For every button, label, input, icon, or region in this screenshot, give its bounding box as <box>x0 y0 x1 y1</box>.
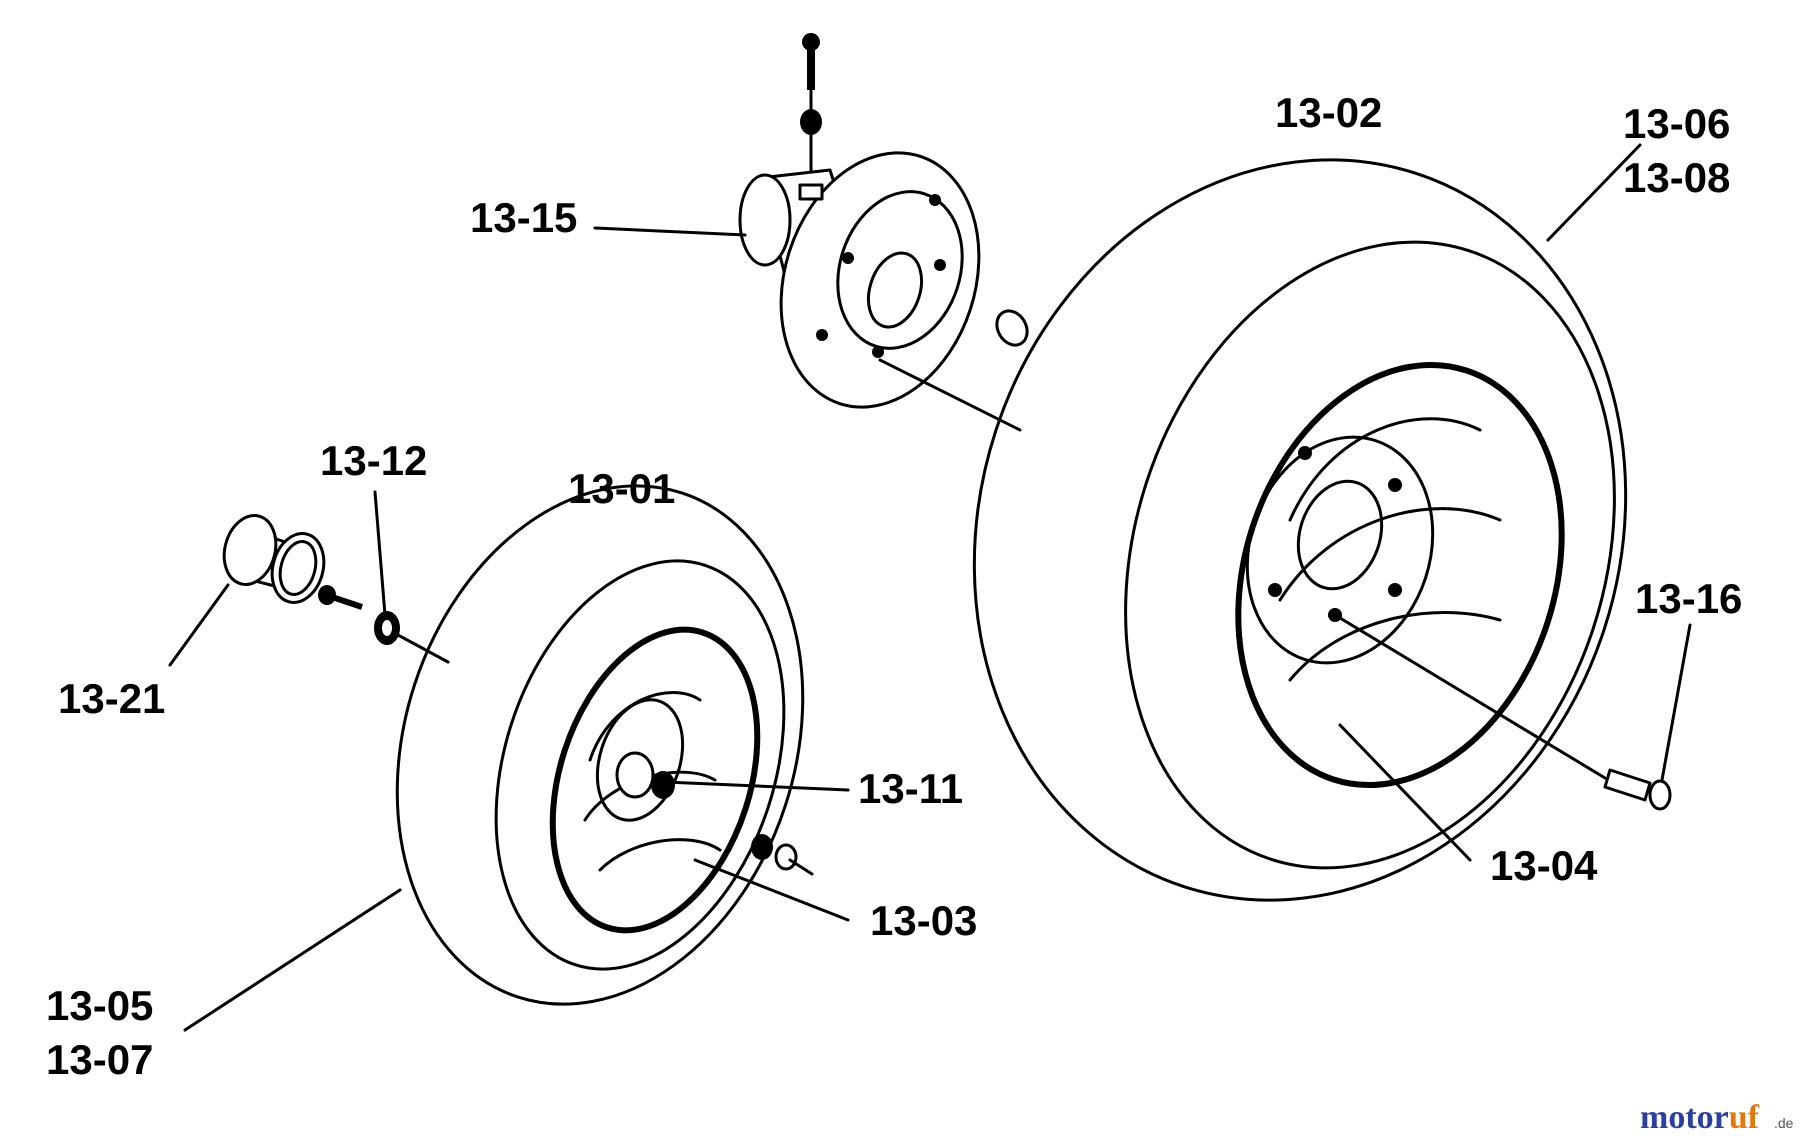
lug-bolt-13-16 <box>1338 616 1672 811</box>
small-tire-outer <box>395 484 805 1006</box>
label-13-07: 13-07 <box>46 1036 153 1083</box>
valve-nut <box>751 834 773 860</box>
large-wheel <box>972 158 1628 902</box>
hub-bolt-shank <box>807 50 815 90</box>
small-hub <box>595 698 685 822</box>
label-13-02: 13-02 <box>1275 89 1382 136</box>
leader-13-12 <box>373 490 387 617</box>
lug-bolt-shank <box>1603 768 1652 802</box>
large-rim-groove <box>1288 417 1482 522</box>
lug-bolt-head <box>1648 779 1672 811</box>
lug-hole <box>1328 608 1342 622</box>
hub-bolt-hole <box>842 252 854 264</box>
leader-lines <box>168 143 1692 1032</box>
lug-bolt-guide <box>1338 616 1607 780</box>
hub-flange-inner <box>836 190 964 350</box>
watermark-logo: motoruf .de <box>1640 1099 1794 1136</box>
bolt-head <box>318 585 336 605</box>
large-tire-inner <box>1124 240 1616 870</box>
watermark-suffix: .de <box>1774 1115 1794 1131</box>
label-13-01: 13-01 <box>568 465 675 512</box>
lug-hole <box>1388 478 1402 492</box>
leader-13-06 <box>1546 143 1642 242</box>
flat-washer-hole <box>382 620 392 636</box>
axle-guide-line <box>396 633 450 664</box>
label-13-16: 13-16 <box>1635 575 1742 622</box>
leader-13-05 <box>183 888 402 1032</box>
bearing-washer <box>651 771 675 799</box>
hub-bolt-head <box>802 33 820 51</box>
label-13-05: 13-05 <box>46 982 153 1029</box>
hub-axis-line <box>878 358 1022 432</box>
small-rim <box>549 626 761 934</box>
spacer-end-front <box>270 532 326 604</box>
valve-washer <box>774 843 798 871</box>
valve-stem <box>788 858 814 876</box>
label-13-03: 13-03 <box>870 897 977 944</box>
watermark-text-part-a: motor <box>1640 1099 1729 1136</box>
hub-bolt-hole <box>872 346 884 358</box>
label-13-06: 13-06 <box>1623 100 1730 147</box>
bolt-shank <box>334 595 363 610</box>
hub-flange <box>779 151 981 409</box>
small-rim-groove <box>598 838 722 872</box>
spacer-assembly <box>222 514 450 664</box>
hub-bolt-hole <box>816 329 828 341</box>
small-bearing <box>615 751 655 799</box>
lug-hole <box>1298 446 1312 460</box>
watermark-text-part-b: uf <box>1729 1099 1760 1136</box>
part-labels: 13-02 13-06 13-08 13-15 13-12 13-01 13-2… <box>46 89 1742 1083</box>
woodruff-key <box>995 309 1029 347</box>
hub-assembly <box>738 33 1029 432</box>
label-13-15: 13-15 <box>470 194 577 241</box>
small-tire-inner <box>494 559 786 971</box>
hub-boss-end <box>738 173 792 267</box>
large-hub <box>1245 435 1435 665</box>
leader-13-16 <box>1660 623 1692 782</box>
hub-bolt-hole <box>929 194 941 206</box>
hub-setscrew <box>798 183 824 201</box>
leader-13-21 <box>168 583 230 667</box>
label-13-21: 13-21 <box>58 675 165 722</box>
label-13-12: 13-12 <box>320 437 427 484</box>
label-13-08: 13-08 <box>1623 154 1730 201</box>
leader-13-03 <box>693 858 850 922</box>
large-rim-groove <box>1288 611 1502 682</box>
label-13-04: 13-04 <box>1490 842 1598 889</box>
lug-hole <box>1268 583 1282 597</box>
leader-13-15 <box>593 226 747 237</box>
hub-bolt-hole <box>934 259 946 271</box>
lug-hole <box>1388 583 1402 597</box>
large-hub-bore <box>1296 479 1384 591</box>
hub-bore <box>866 251 924 329</box>
spacer-bore <box>278 540 318 596</box>
small-wheel <box>395 484 814 1006</box>
leader-13-11 <box>663 780 850 792</box>
label-13-11: 13-11 <box>858 765 963 812</box>
watermark-text: motoruf <box>1640 1099 1760 1136</box>
leader-13-04 <box>1338 723 1472 862</box>
